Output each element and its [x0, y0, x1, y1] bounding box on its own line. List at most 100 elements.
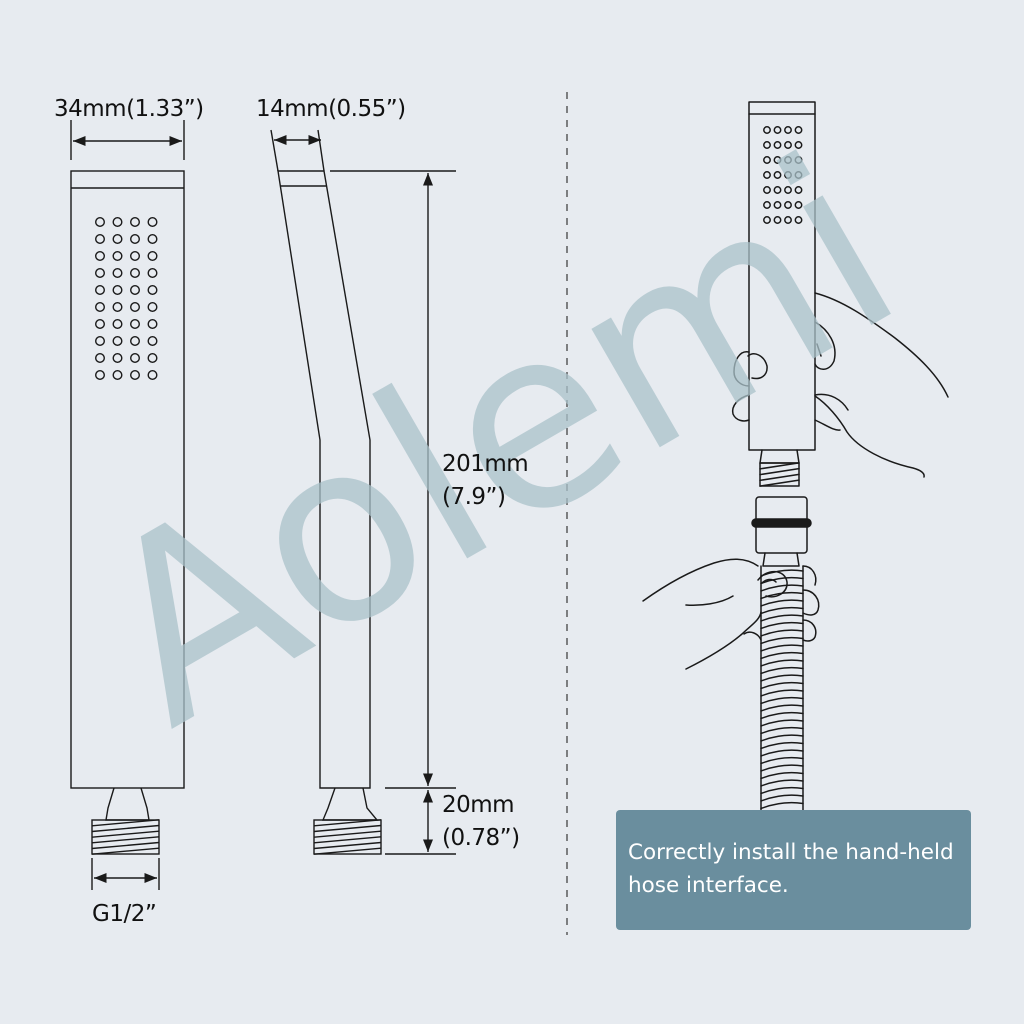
nozzle: [773, 186, 782, 194]
handle-height-mm-label: 201mm: [442, 451, 529, 477]
lower-hand-finger-1: [802, 565, 817, 586]
nozzle: [112, 336, 123, 347]
thread-line: [759, 479, 800, 487]
nozzle: [784, 141, 792, 149]
thread-line: [313, 819, 382, 827]
nozzle: [763, 156, 771, 164]
nozzle: [147, 268, 158, 279]
nozzle: [794, 186, 803, 194]
hose-coil: [760, 794, 804, 802]
side-thickness-label: 14mm(0.55”): [256, 96, 406, 122]
nozzle: [129, 353, 140, 364]
thread-line: [313, 841, 382, 850]
hose-coil: [760, 726, 804, 735]
thread-line: [91, 841, 160, 850]
nozzle: [147, 319, 158, 330]
hose-coil: [760, 576, 804, 585]
lower-hand-finger-3: [802, 619, 817, 642]
thread-line: [91, 824, 160, 833]
hose-coil: [760, 674, 804, 682]
nozzle: [94, 302, 105, 313]
nozzle: [112, 353, 123, 364]
nozzle: [112, 285, 123, 296]
nozzle: [147, 353, 158, 364]
upper-hand-thumb: [814, 321, 836, 370]
nozzle: [129, 319, 140, 330]
side-handle-body: [277, 170, 371, 789]
nozzle: [773, 216, 782, 224]
nozzle: [129, 268, 140, 279]
thread-line: [759, 473, 800, 482]
front-width-label: 34mm(1.33”): [54, 96, 204, 122]
nozzle: [129, 216, 140, 227]
front-view: [70, 120, 185, 890]
nozzle: [773, 141, 782, 149]
nozzle: [94, 370, 105, 381]
hose-coil: [760, 719, 804, 727]
nozzle: [763, 171, 771, 179]
nozzle: [112, 302, 123, 313]
hose-coil: [760, 749, 804, 757]
lower-hand-thumb: [757, 570, 788, 598]
lower-hand-wrist-bottom: [685, 611, 762, 670]
thread-line: [759, 462, 800, 470]
hose-coil: [760, 659, 804, 667]
front-thread-lines: [91, 819, 160, 855]
nozzle: [147, 250, 158, 261]
hose-coil: [760, 801, 804, 810]
thread-size-label: G1/2”: [92, 901, 157, 927]
nozzle: [147, 285, 158, 296]
nozzle: [763, 186, 771, 194]
nozzle: [129, 285, 140, 296]
illustration-nozzle-grid: [763, 126, 803, 224]
illustration-handle: [748, 101, 816, 451]
nozzle: [129, 302, 140, 313]
nozzle: [763, 141, 771, 149]
hose-coil: [760, 696, 804, 705]
illustration-male-thread-lines: [759, 462, 800, 487]
thread-line: [91, 830, 160, 838]
nozzle: [112, 216, 123, 227]
hose-coil: [760, 614, 804, 622]
nozzle: [773, 201, 782, 209]
nozzle: [112, 370, 123, 381]
installation-illustration: [642, 101, 949, 811]
thread-line: [313, 830, 382, 838]
hose-coil: [760, 644, 804, 652]
nozzle: [773, 156, 782, 164]
thread-line: [759, 467, 800, 476]
nozzle: [784, 126, 792, 134]
thread-line: [91, 819, 160, 827]
side-connector-neck: [321, 787, 379, 821]
nozzle: [129, 233, 140, 244]
nozzle: [94, 285, 105, 296]
lower-hand-thumb-base: [685, 595, 734, 606]
upper-hand-fingernail: [747, 353, 768, 380]
upper-hand-finger-2: [731, 394, 750, 422]
nozzle: [794, 156, 803, 164]
nozzle: [147, 370, 158, 381]
nozzle: [112, 250, 123, 261]
hose-coil: [760, 786, 804, 795]
upper-hand-knuckle: [814, 419, 841, 431]
nozzle: [784, 201, 792, 209]
nozzle: [129, 336, 140, 347]
nozzle: [94, 268, 105, 279]
installation-note-text: Correctly install the hand-held hose int…: [628, 840, 954, 898]
upper-hand-wrist: [814, 292, 949, 398]
lower-hand-wrist-top: [642, 558, 759, 602]
nozzle: [794, 171, 803, 179]
front-nozzle-grid: [94, 216, 158, 381]
nozzle: [94, 250, 105, 261]
hose-coil: [760, 584, 804, 592]
nozzle: [763, 126, 771, 134]
hose-coil: [760, 764, 804, 772]
lower-hand-thumbnail: [761, 578, 777, 584]
nozzle: [763, 201, 771, 209]
nozzle: [94, 319, 105, 330]
hose-coil: [760, 629, 804, 637]
nozzle: [763, 216, 771, 224]
nozzle: [94, 216, 105, 227]
lower-hand-crease: [743, 631, 762, 641]
lower-hand-finger-2: [802, 589, 820, 616]
